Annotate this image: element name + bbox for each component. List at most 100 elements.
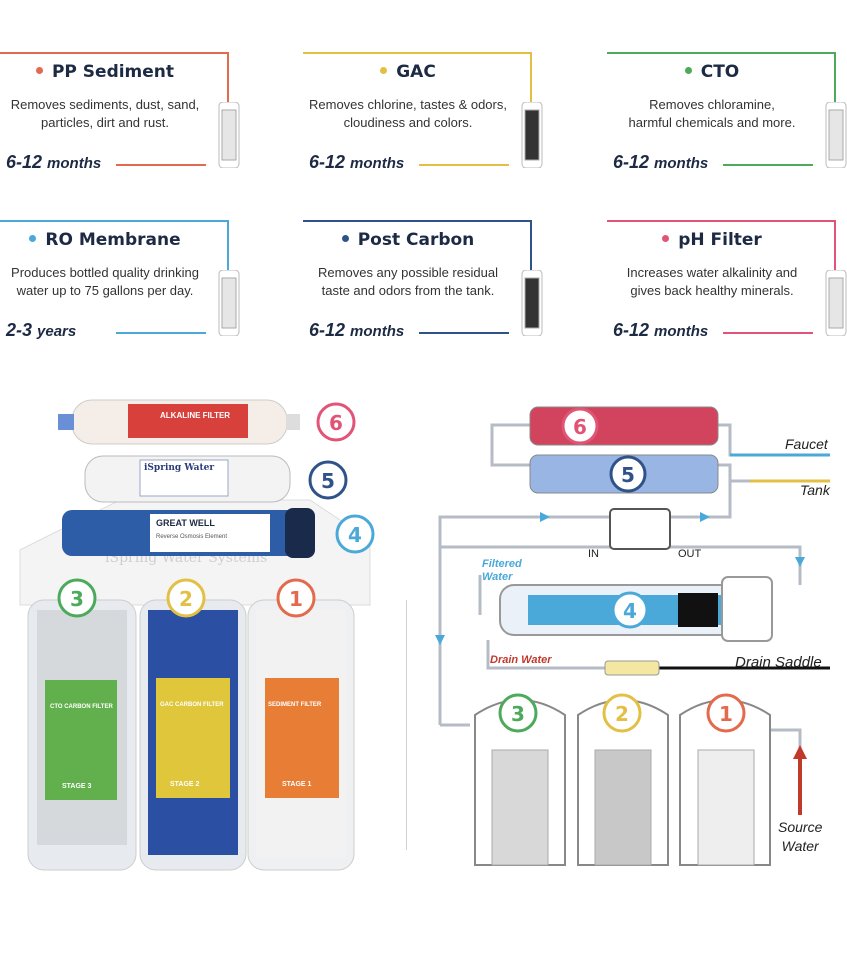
- svg-text:STAGE 2: STAGE 2: [170, 781, 200, 788]
- card-frame: [607, 52, 836, 110]
- card-title-text: PP Sediment: [51, 62, 175, 82]
- svg-text:CTO CARBON FILTER: CTO CARBON FILTER: [50, 704, 113, 710]
- svg-text:6: 6: [329, 411, 343, 435]
- card-title: PP Sediment: [0, 62, 210, 82]
- card-underline: [116, 332, 206, 334]
- desc-line-1: Removes chloramine,: [649, 97, 775, 112]
- desc-line-2: gives back healthy minerals.: [630, 283, 794, 298]
- svg-text:iSpring Water: iSpring Water: [144, 463, 214, 473]
- desc-line-1: Produces bottled quality drinking: [11, 265, 199, 280]
- card-underline: [419, 164, 509, 166]
- svg-text:1: 1: [289, 587, 303, 611]
- filter-card: CTO Removes chloramine,harmful chemicals …: [607, 52, 847, 172]
- card-title: GAC: [303, 62, 513, 82]
- svg-text:2: 2: [615, 702, 629, 726]
- duration-value: 6-12: [309, 320, 346, 340]
- desc-line-2: taste and odors from the tank.: [321, 283, 495, 298]
- drain-water-label: Drain Water: [490, 654, 552, 666]
- card-title: Post Carbon: [303, 230, 513, 250]
- diagram-stage-5: 5: [529, 454, 719, 494]
- card-duration: 6-12 months: [309, 152, 404, 173]
- bullet-dot-icon: [29, 234, 37, 242]
- card-duration: 6-12 months: [6, 152, 101, 173]
- duration-value: 6-12: [309, 152, 346, 172]
- diagram-housing-2: 2: [577, 693, 669, 866]
- svg-text:3: 3: [511, 702, 525, 726]
- desc-line-2: particles, dirt and rust.: [41, 115, 169, 130]
- card-title: CTO: [607, 62, 817, 82]
- card-frame: [303, 220, 532, 278]
- cartridge-icon: [521, 102, 543, 168]
- card-frame: [0, 52, 229, 110]
- diagram-housing-3: 3: [474, 693, 566, 866]
- duration-unit: months: [47, 155, 102, 172]
- card-title: RO Membrane: [0, 230, 210, 250]
- drain-saddle-label: Drain Saddle: [735, 654, 822, 671]
- card-underline: [723, 164, 813, 166]
- cartridge-icon: [825, 270, 847, 336]
- card-duration: 6-12 months: [613, 320, 708, 341]
- svg-text:6: 6: [573, 415, 587, 439]
- card-title-text: RO Membrane: [45, 230, 181, 250]
- photo-badge-5: 5: [308, 460, 348, 500]
- photo-badge-2: 2: [166, 578, 206, 618]
- duration-value: 6-12: [613, 152, 650, 172]
- card-duration: 2-3 years: [6, 320, 76, 341]
- card-frame: [303, 52, 532, 110]
- cartridge-icon: [825, 102, 847, 168]
- bullet-dot-icon: [380, 66, 388, 74]
- stage-6-cartridge: ALKALINE FILTER: [58, 399, 300, 445]
- svg-text:GREAT WELL: GREAT WELL: [156, 518, 215, 528]
- desc-line-2: water up to 75 gallons per day.: [16, 283, 194, 298]
- svg-text:4: 4: [348, 523, 362, 547]
- stage-3-housing: CTO CARBON FILTER STAGE 3: [27, 599, 137, 871]
- photo-badge-3: 3: [57, 578, 97, 618]
- svg-text:SEDIMENT FILTER: SEDIMENT FILTER: [268, 702, 322, 708]
- tank-label: Tank: [800, 482, 830, 498]
- cartridge-icon: [218, 102, 240, 168]
- duration-unit: months: [350, 155, 405, 172]
- card-description: Removes chlorine, tastes & odors,cloudin…: [303, 96, 513, 132]
- cartridge-icon: [218, 270, 240, 336]
- diagram-housing-1: 1: [679, 693, 771, 866]
- diagram-stage-6: 6: [529, 406, 719, 446]
- source-water-label: Source Water: [778, 818, 822, 856]
- bullet-dot-icon: [684, 66, 692, 74]
- card-underline: [419, 332, 509, 334]
- source-text-2: Water: [781, 838, 819, 854]
- filter-card: GAC Removes chlorine, tastes & odors,clou…: [303, 52, 543, 172]
- stage-4-membrane: GREAT WELL Reverse Osmosis Element: [62, 508, 315, 558]
- stage-5-cartridge: iSpring Water: [84, 455, 291, 503]
- card-description: Produces bottled quality drinking water u…: [0, 264, 210, 300]
- svg-text:STAGE 1: STAGE 1: [282, 781, 312, 788]
- svg-text:ALKALINE FILTER: ALKALINE FILTER: [160, 411, 230, 420]
- svg-text:Reverse Osmosis Element: Reverse Osmosis Element: [156, 534, 227, 540]
- svg-text:4: 4: [623, 599, 637, 623]
- filter-system-photo: iSpring Water Systems ALKALINE FILTER iS…: [19, 399, 375, 871]
- duration-unit: months: [654, 323, 709, 340]
- svg-text:1: 1: [719, 702, 733, 726]
- card-description: Removes chloramine,harmful chemicals and…: [607, 96, 817, 132]
- card-frame: [607, 220, 836, 278]
- bullet-dot-icon: [35, 66, 43, 74]
- photo-badge-6: 6: [316, 402, 356, 442]
- diagram-stage-4: 4: [499, 576, 773, 642]
- desc-line-1: Removes any possible residual: [318, 265, 498, 280]
- duration-value: 6-12: [6, 152, 43, 172]
- card-description: Removes any possible residual taste and o…: [303, 264, 513, 300]
- svg-text:STAGE 3: STAGE 3: [62, 783, 92, 790]
- card-frame: [0, 220, 229, 278]
- card-title-text: CTO: [700, 62, 740, 82]
- bullet-dot-icon: [341, 234, 349, 242]
- desc-line-2: cloudiness and colors.: [343, 115, 473, 130]
- desc-line-1: Removes sediments, dust, sand,: [10, 97, 200, 112]
- svg-text:2: 2: [179, 587, 193, 611]
- duration-unit: months: [654, 155, 709, 172]
- card-underline: [116, 164, 206, 166]
- bullet-dot-icon: [662, 234, 670, 242]
- stage-2-housing: GAC CARBON FILTER STAGE 2: [139, 599, 247, 871]
